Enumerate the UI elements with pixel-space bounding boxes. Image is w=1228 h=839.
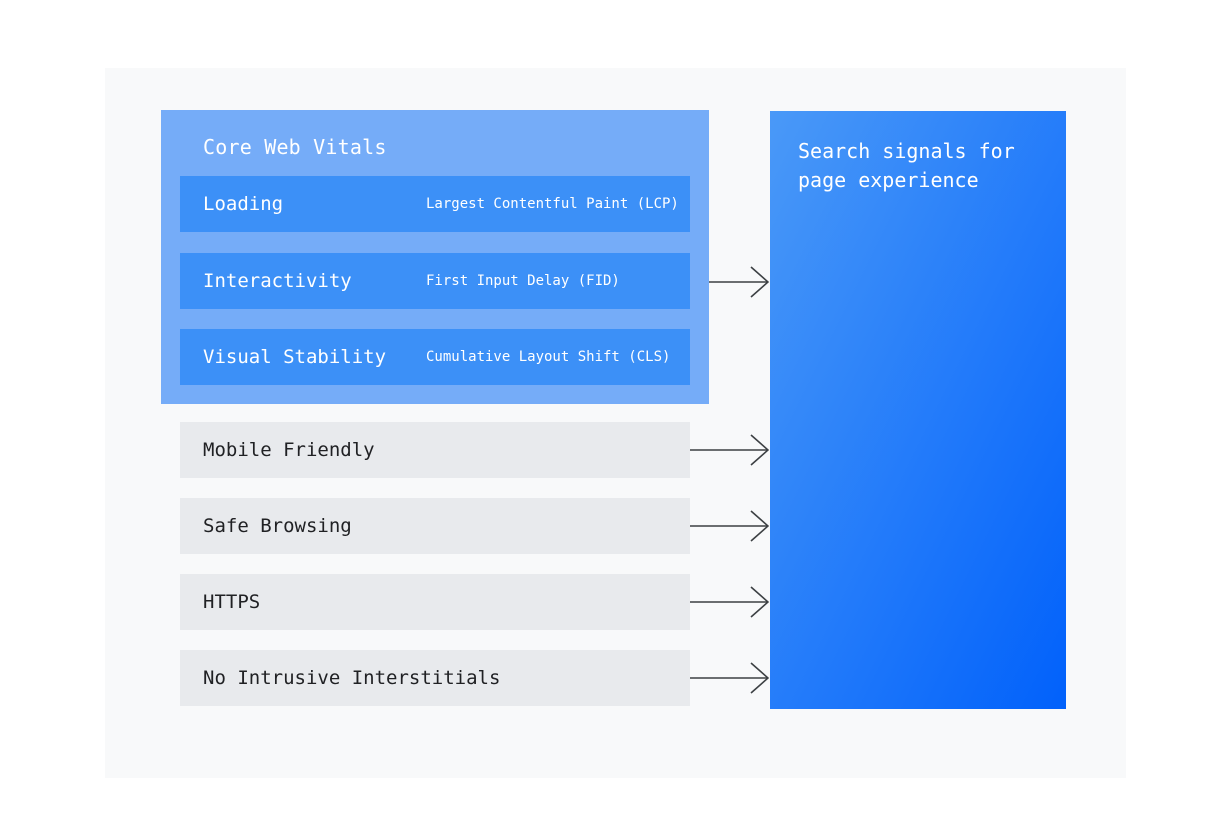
core-web-vitals-box: Core Web Vitals Loading Largest Contentf… xyxy=(161,110,709,404)
arrow-mobile-friendly-icon xyxy=(690,434,769,466)
signal-row-mobile-friendly: Mobile Friendly xyxy=(180,422,690,478)
signal-row-no-intrusive-interstitials: No Intrusive Interstitials xyxy=(180,650,690,706)
signal-row-label: No Intrusive Interstitials xyxy=(203,667,501,689)
search-signals-box: Search signals for page experience xyxy=(770,111,1066,709)
metric-row-metric: Largest Contentful Paint (LCP) xyxy=(426,196,679,212)
signal-row-label: Mobile Friendly xyxy=(203,439,375,461)
signal-row-safe-browsing: Safe Browsing xyxy=(180,498,690,554)
metric-row-label: Interactivity xyxy=(203,270,352,292)
metric-row-label: Visual Stability xyxy=(203,346,387,368)
metric-row-metric: Cumulative Layout Shift (CLS) xyxy=(426,349,671,365)
metric-row-loading: Loading Largest Contentful Paint (LCP) xyxy=(180,176,690,232)
arrow-safe-browsing-icon xyxy=(690,510,769,542)
metric-row-visual-stability: Visual Stability Cumulative Layout Shift… xyxy=(180,329,690,385)
search-signals-label: Search signals for page experience xyxy=(798,139,1015,192)
metric-row-interactivity: Interactivity First Input Delay (FID) xyxy=(180,253,690,309)
arrow-core-web-vitals-icon xyxy=(709,266,769,298)
metric-row-label: Loading xyxy=(203,193,284,215)
signal-row-https: HTTPS xyxy=(180,574,690,630)
signal-row-label: Safe Browsing xyxy=(203,515,352,537)
metric-row-metric: First Input Delay (FID) xyxy=(426,273,620,289)
arrow-https-icon xyxy=(690,586,769,618)
signal-row-label: HTTPS xyxy=(203,591,261,613)
arrow-no-intrusive-interstitials-icon xyxy=(690,662,769,694)
core-web-vitals-title: Core Web Vitals xyxy=(203,135,387,159)
